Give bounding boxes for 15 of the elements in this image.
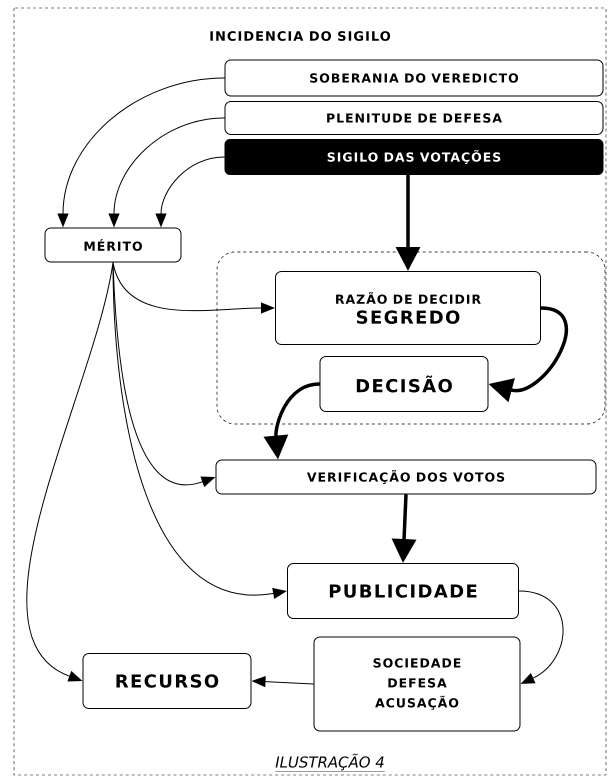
process-box: PLENITUDE DE DEFESA [224, 101, 604, 135]
process-box: RECURSO [82, 653, 252, 709]
process-box: SOBERANIA DO VEREDICTO [224, 60, 604, 96]
process-box: VERIFICAÇÃO DOS VOTOS [216, 460, 596, 494]
title: INCIDENCIA DO SIGILO [210, 31, 390, 41]
process-box: PUBLICIDADE [287, 563, 519, 619]
highlighted-box: SIGILO DAS VOTAÇÕES [224, 139, 604, 175]
process-box: MÉRITO [44, 228, 182, 262]
arrow [518, 590, 564, 684]
process-box: SOCIEDADE DEFESA ACUSAÇÃO [314, 636, 520, 732]
group-box [216, 252, 606, 424]
caption: ILUSTRAÇÃO 4 [275, 754, 385, 772]
arrow [26, 262, 114, 682]
process-box: RAZÃO DE DECIDIR SEGREDO [275, 271, 541, 345]
process-box: DECISÃO [320, 356, 488, 412]
